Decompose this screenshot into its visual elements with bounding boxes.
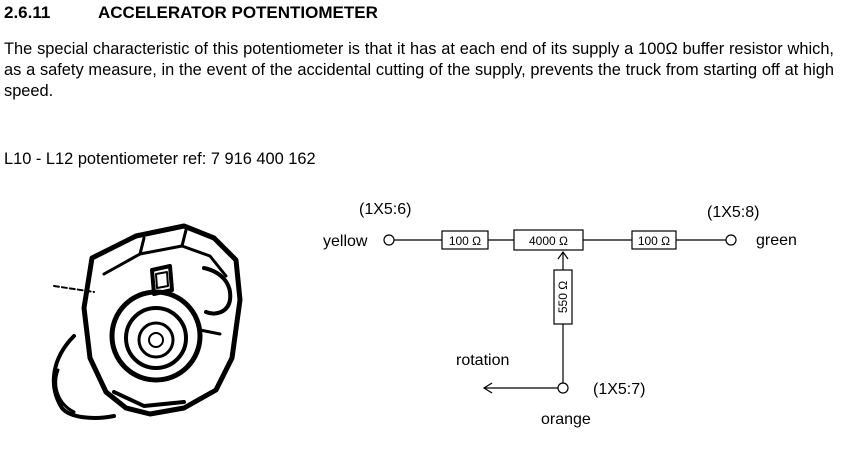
description-paragraph: The special characteristic of this poten… (4, 40, 834, 100)
right-wire-label: green (756, 232, 797, 249)
terminal-right (725, 234, 737, 246)
potentiometer-reference: L10 - L12 potentiometer ref: 7 916 400 1… (4, 150, 316, 168)
resistor-main-box (513, 229, 584, 251)
wiper-wire-label: orange (541, 411, 591, 428)
potentiometer-illustration (51, 223, 243, 420)
terminal-wiper (557, 382, 569, 394)
section-number: 2.6.11 (4, 3, 51, 22)
resistor-left-label: 100 Ω (449, 234, 481, 248)
wiper-arrow (557, 250, 569, 260)
resistor-main-label: 4000 Ω (529, 234, 568, 248)
rotation-arrowhead (482, 382, 493, 394)
section-title: ACCELERATOR POTENTIOMETER (98, 3, 378, 22)
terminal-left (383, 234, 395, 246)
resistor-right-box (631, 230, 677, 250)
right-connector-label: (1X5:8) (707, 204, 759, 221)
left-connector-label: (1X5:6) (359, 201, 411, 218)
left-wire-label: yellow (323, 233, 368, 250)
resistor-wiper-label: 550 Ω (556, 281, 570, 313)
section-heading: 2.6.11 ACCELERATOR POTENTIOMETER (4, 3, 378, 23)
resistor-left-box (441, 230, 489, 250)
wiper-connector-label: (1X5:7) (593, 381, 645, 398)
resistor-right-label: 100 Ω (638, 234, 670, 248)
rotation-label: rotation (456, 352, 509, 369)
